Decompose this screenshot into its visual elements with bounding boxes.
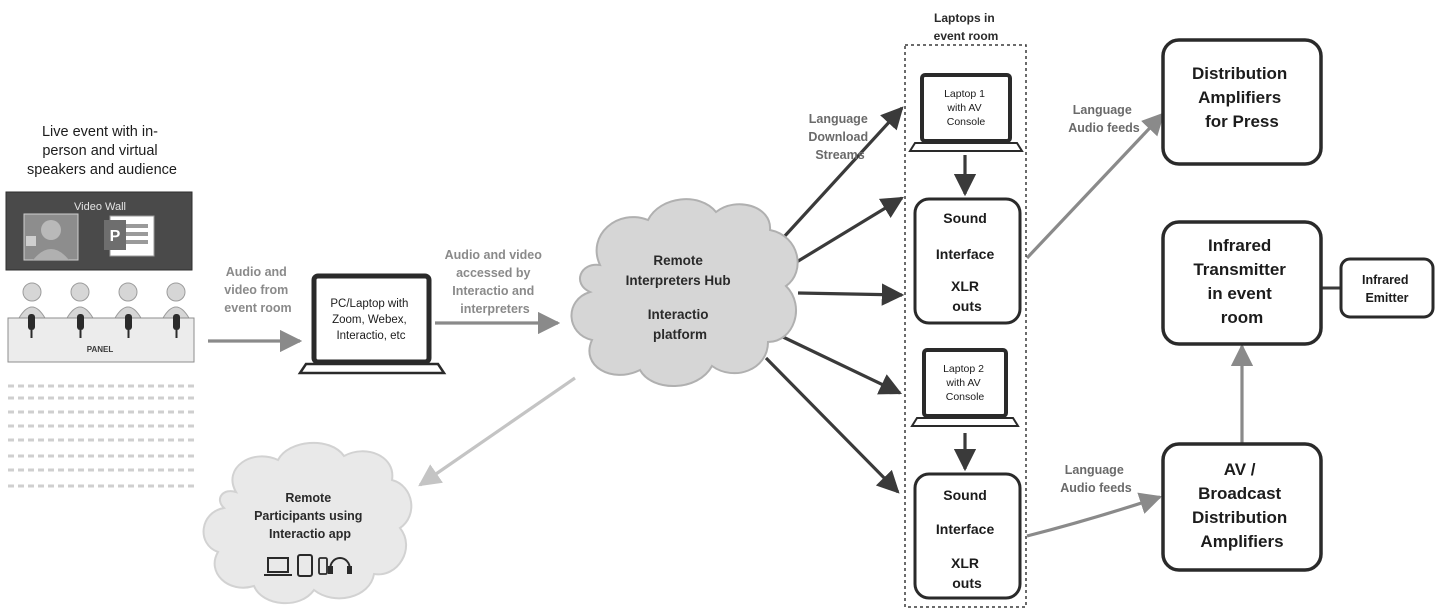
audience-seating	[8, 384, 194, 488]
microphone-icon	[28, 314, 35, 338]
panelist-icon	[66, 282, 94, 319]
laptop1-label: Laptop 1 with AV Console	[944, 88, 988, 128]
laptops-group-title: Laptops in event room	[934, 11, 999, 43]
tablet-icon	[297, 554, 313, 577]
microphone-icon	[77, 314, 84, 338]
pc-laptop-node: PC/Laptop with Zoom, Webex, Interactio, …	[297, 273, 447, 375]
video-wall: Video Wall P	[5, 191, 193, 271]
arrow-hub-to-laptop1	[781, 106, 904, 240]
headset-icon	[318, 557, 352, 575]
remote-participants-cloud: Remote Participants using Interactio app	[202, 442, 413, 604]
edge-label-language-audio-bottom: Language Audio feeds	[1060, 463, 1132, 495]
arrow-hub-to-sound1-lower	[797, 283, 905, 306]
sound-interface2-node: Sound Interface XLR outs	[913, 472, 1022, 600]
remote-speaker-icon	[23, 213, 79, 261]
laptop-icon	[264, 557, 292, 576]
distribution-amplifiers-press-label: Distribution Amplifiers for Press	[1192, 64, 1292, 131]
panelist-icon	[162, 282, 190, 319]
live-event-title: Live event with in- person and virtual s…	[27, 124, 177, 178]
svg-text:P: P	[110, 228, 121, 245]
laptop2-label: Laptop 2 with AV Console	[943, 363, 987, 403]
av-broadcast-label: AV / Broadcast Distribution Amplifiers	[1192, 460, 1292, 551]
laptops-group: Laptops in event room Laptop 1 with AV C…	[904, 11, 1027, 608]
panel-label: PANEL	[87, 345, 114, 354]
microphone-icon	[125, 314, 132, 338]
edge-label-language-audio-top: Language Audio feeds	[1068, 103, 1140, 135]
cloud-shape	[570, 198, 799, 387]
edge-label-audio-video-from-room: Audio and video from event room	[224, 265, 291, 315]
arrow-sound1-to-press	[1025, 112, 1165, 260]
distribution-amplifiers-press-node: Distribution Amplifiers for Press	[1161, 38, 1323, 166]
sound-interface2-label: Sound Interface XLR outs	[936, 487, 998, 591]
av-broadcast-node: AV / Broadcast Distribution Amplifiers	[1161, 442, 1323, 572]
laptop1-node: Laptop 1 with AV Console	[908, 73, 1024, 152]
laptop2-node: Laptop 2 with AV Console	[910, 348, 1020, 427]
infrared-emitter-node: Infrared Emitter	[1339, 257, 1435, 319]
live-event-group: Live event with in- person and virtual s…	[5, 124, 195, 488]
infrared-emitter-label: Infrared Emitter	[1362, 273, 1412, 305]
infrared-transmitter-node: Infrared Transmitter in event room	[1161, 220, 1323, 346]
edge-label-audio-video-accessed: Audio and video accessed by Interactio a…	[445, 248, 546, 316]
panelist-icon	[114, 282, 142, 319]
sound-interface1-label: Sound Interface XLR outs	[936, 210, 998, 314]
microphone-icon	[173, 314, 180, 338]
arrow-hub-to-remote	[418, 376, 576, 487]
panel-table: PANEL	[7, 282, 195, 363]
connector-arrows	[208, 106, 1341, 538]
sound-interface1-node: Sound Interface XLR outs	[913, 197, 1022, 325]
hub-label: Remote Interpreters Hub Interactio platf…	[626, 253, 735, 342]
arrow-hub-to-sound2	[764, 356, 900, 494]
edge-label-language-download: Language Download Streams	[808, 112, 871, 162]
pc-laptop-label: PC/Laptop with Zoom, Webex, Interactio, …	[330, 298, 411, 342]
arrow-hub-to-laptop2	[782, 335, 903, 395]
video-wall-label: Video Wall	[74, 201, 126, 213]
interpreters-hub-cloud: Remote Interpreters Hub Interactio platf…	[570, 198, 799, 387]
laptops-group-border	[904, 44, 1027, 608]
presentation-icon: P	[104, 215, 155, 257]
arrow-hub-to-sound1-upper	[789, 196, 904, 268]
arrow-sound2-to-av	[1026, 492, 1163, 538]
cloud-shape	[202, 442, 413, 604]
panelist-icon	[18, 282, 46, 319]
infrared-transmitter-label: Infrared Transmitter in event room	[1193, 236, 1290, 327]
remote-participants-label: Remote Participants using Interactio app	[254, 491, 366, 541]
